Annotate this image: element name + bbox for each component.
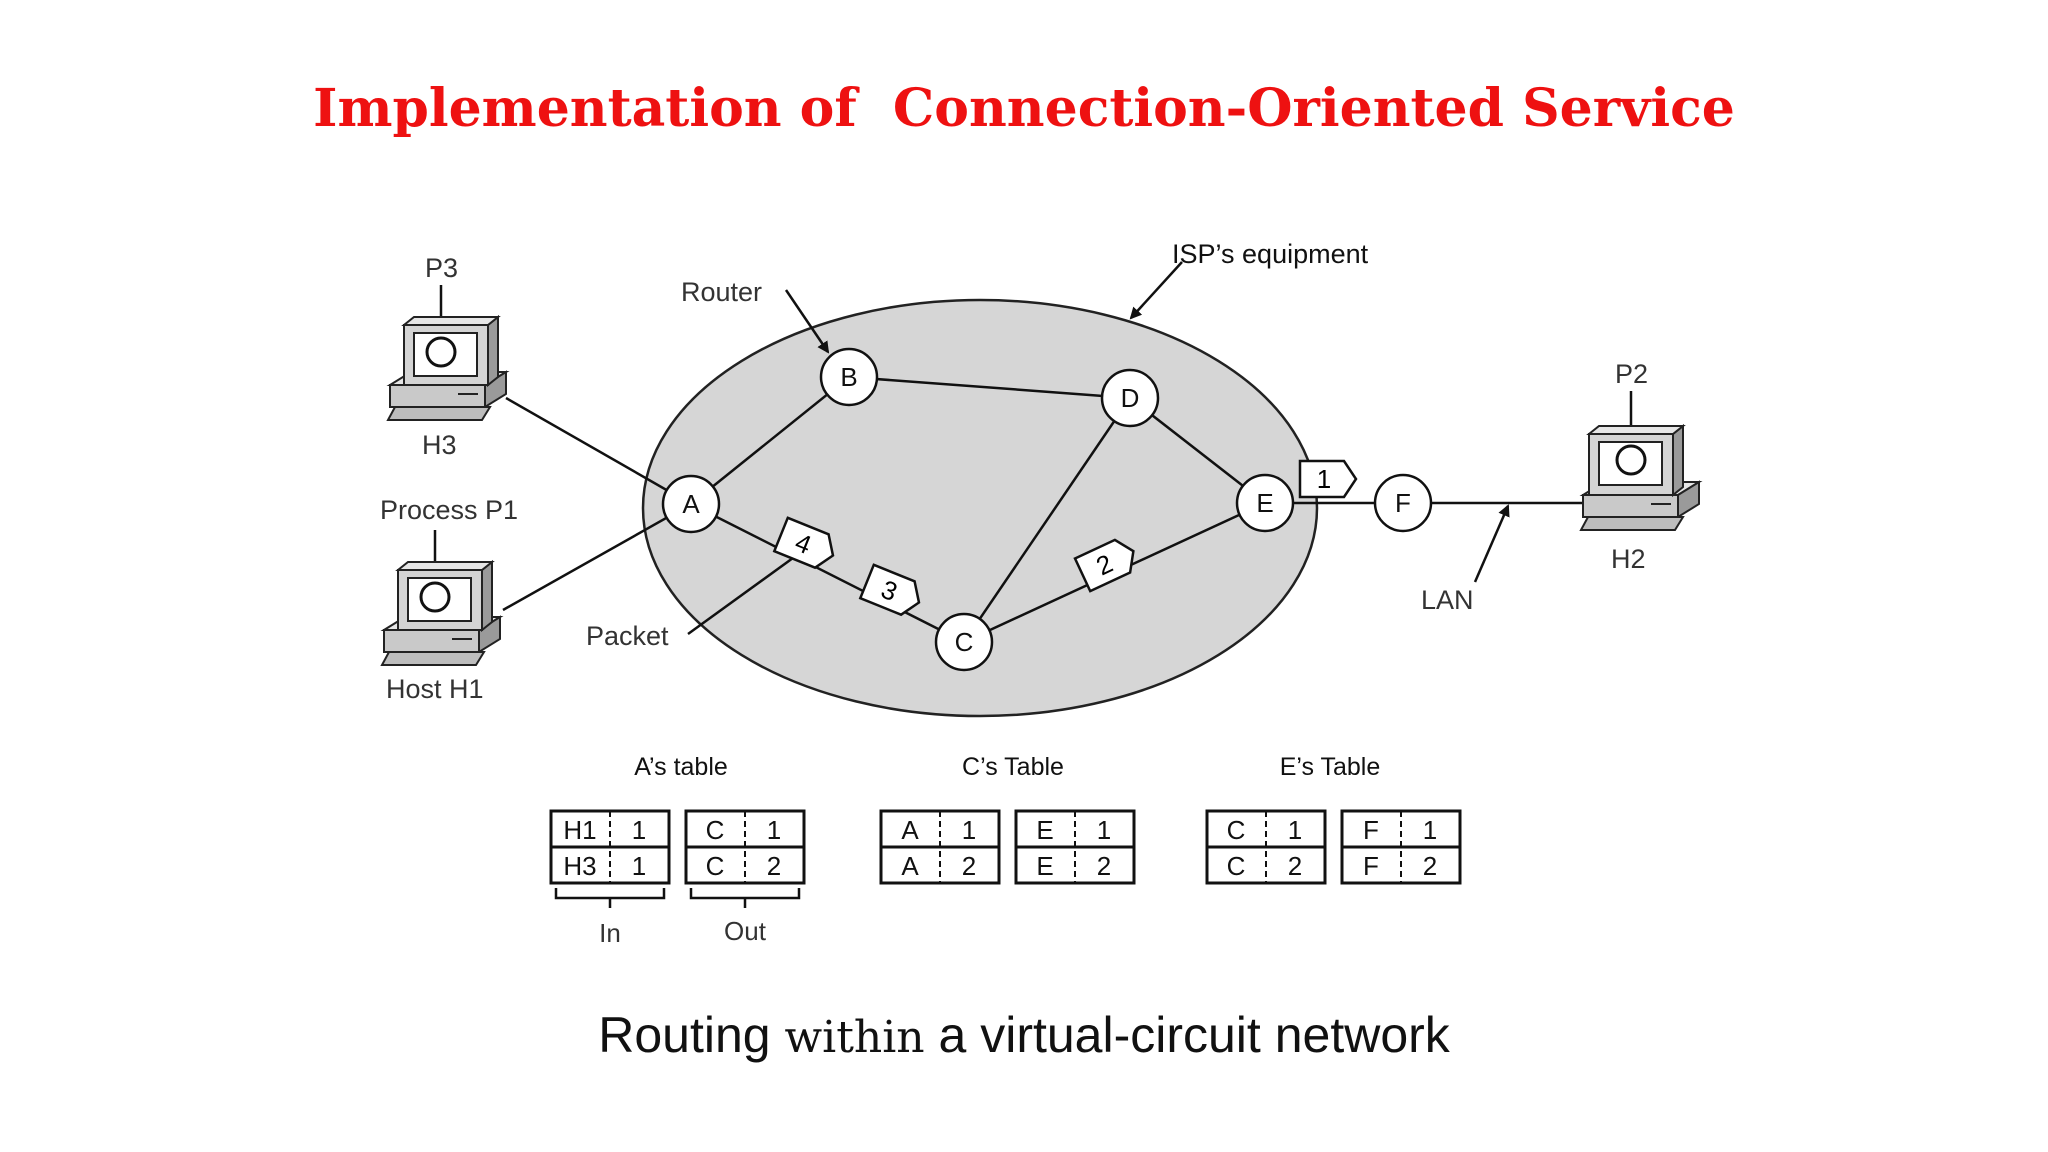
node-c-label: C <box>955 627 974 657</box>
node-f-label: F <box>1395 488 1411 518</box>
host-h1-icon <box>380 559 504 666</box>
node-e-label: E <box>1256 488 1273 518</box>
table-a-in: H1 1 H3 1 <box>549 809 671 885</box>
table-e-in-cell: 1 <box>1288 815 1302 845</box>
table-c: A 1 A 2 E 1 E 2 <box>879 809 1136 885</box>
table-c-out-cell: 2 <box>1097 851 1111 881</box>
table-c-out-cell: 1 <box>1097 815 1111 845</box>
table-a-out-cell: 1 <box>767 815 781 845</box>
table-c-out: E 1 E 2 <box>1014 809 1136 885</box>
p2-label: P2 <box>1615 359 1648 389</box>
table-a-out-cell: C <box>706 851 725 881</box>
router-node-b <box>819 347 879 407</box>
process-p1-label: Process P1 <box>380 495 518 525</box>
table-a-in-cell: H3 <box>563 851 596 881</box>
table-e-out-cell: F <box>1363 851 1379 881</box>
table-e-in-cell: C <box>1227 851 1246 881</box>
lan-label: LAN <box>1421 585 1474 615</box>
link-h3-a <box>505 396 692 506</box>
link-a-c <box>690 502 965 644</box>
table-a-in-cell: H1 <box>563 815 596 845</box>
node-d-label: D <box>1121 383 1140 413</box>
caption-part-1: Routing <box>598 1007 785 1063</box>
figure-caption: Routing within a virtual-circuit network <box>0 1006 2048 1064</box>
link-a-b <box>690 376 850 505</box>
host-h2-icon <box>1579 423 1703 531</box>
packet-1-label: 1 <box>1317 464 1331 494</box>
router-node-c <box>934 612 994 672</box>
h2-label: H2 <box>1611 544 1646 574</box>
table-e-title: E’s Table <box>1280 753 1381 781</box>
table-c-in-cell: 2 <box>962 851 976 881</box>
table-a-out: C 1 C 2 <box>684 809 806 885</box>
router-node-a <box>661 474 721 534</box>
h3-label: H3 <box>422 430 457 460</box>
table-e-in-cell: 2 <box>1288 851 1302 881</box>
table-a-in-cell: 1 <box>632 851 646 881</box>
table-e-out-cell: 2 <box>1423 851 1437 881</box>
caption-part-3: a virtual-circuit network <box>924 1007 1450 1063</box>
in-bracket <box>554 888 666 908</box>
out-label: Out <box>724 916 767 946</box>
lan-pointer-arrow <box>1473 504 1510 583</box>
out-bracket <box>689 888 801 908</box>
packet-1: 1 <box>1298 459 1358 499</box>
link-c-d <box>962 397 1132 643</box>
table-c-in-cell: A <box>901 851 919 881</box>
table-e-in: C 1 C 2 <box>1205 809 1327 885</box>
node-b-label: B <box>840 362 857 392</box>
table-a-out-cell: C <box>706 815 725 845</box>
link-b-d <box>848 375 1131 400</box>
router-node-f <box>1373 473 1433 533</box>
table-e-in-cell: C <box>1227 815 1246 845</box>
table-e-out-cell: 1 <box>1423 815 1437 845</box>
table-c-out-cell: E <box>1036 815 1053 845</box>
table-e: C 1 C 2 F 1 F 2 <box>1205 809 1462 885</box>
router-pointer-arrow <box>784 289 830 354</box>
table-e-out: F 1 F 2 <box>1340 809 1462 885</box>
isp-equipment-label: ISP’s equipment <box>1172 239 1369 269</box>
table-c-out-cell: E <box>1036 851 1053 881</box>
table-c-title: C’s Table <box>962 753 1064 781</box>
table-e-out-cell: F <box>1363 815 1379 845</box>
host-h1-label: Host H1 <box>386 674 484 704</box>
table-a: H1 1 H3 1 C 1 C 2 In Out <box>549 809 806 948</box>
table-a-out-cell: 2 <box>767 851 781 881</box>
packet-3: 3 <box>858 563 921 617</box>
node-a-label: A <box>682 489 700 519</box>
router-node-d <box>1100 368 1160 428</box>
in-label: In <box>599 918 621 948</box>
table-c-in-cell: A <box>901 815 919 845</box>
packet-label: Packet <box>586 621 669 651</box>
caption-part-2: within <box>784 1012 925 1063</box>
router-label: Router <box>681 277 762 307</box>
table-a-title: A’s table <box>634 753 728 781</box>
table-c-in-cell: 1 <box>962 815 976 845</box>
host-h3-icon <box>386 314 510 421</box>
table-c-in: A 1 A 2 <box>879 809 1001 885</box>
p3-label: P3 <box>425 253 458 283</box>
table-a-in-cell: 1 <box>632 815 646 845</box>
packet-4: 4 <box>772 516 835 570</box>
link-h1-a <box>502 502 692 612</box>
packet-2: 2 <box>1073 538 1135 593</box>
router-node-e <box>1235 473 1295 533</box>
packet-pointer-arrow <box>687 548 806 636</box>
isp-pointer-arrow <box>1129 261 1183 320</box>
slide-title: Implementation of Connection-Oriented Se… <box>313 78 1735 139</box>
